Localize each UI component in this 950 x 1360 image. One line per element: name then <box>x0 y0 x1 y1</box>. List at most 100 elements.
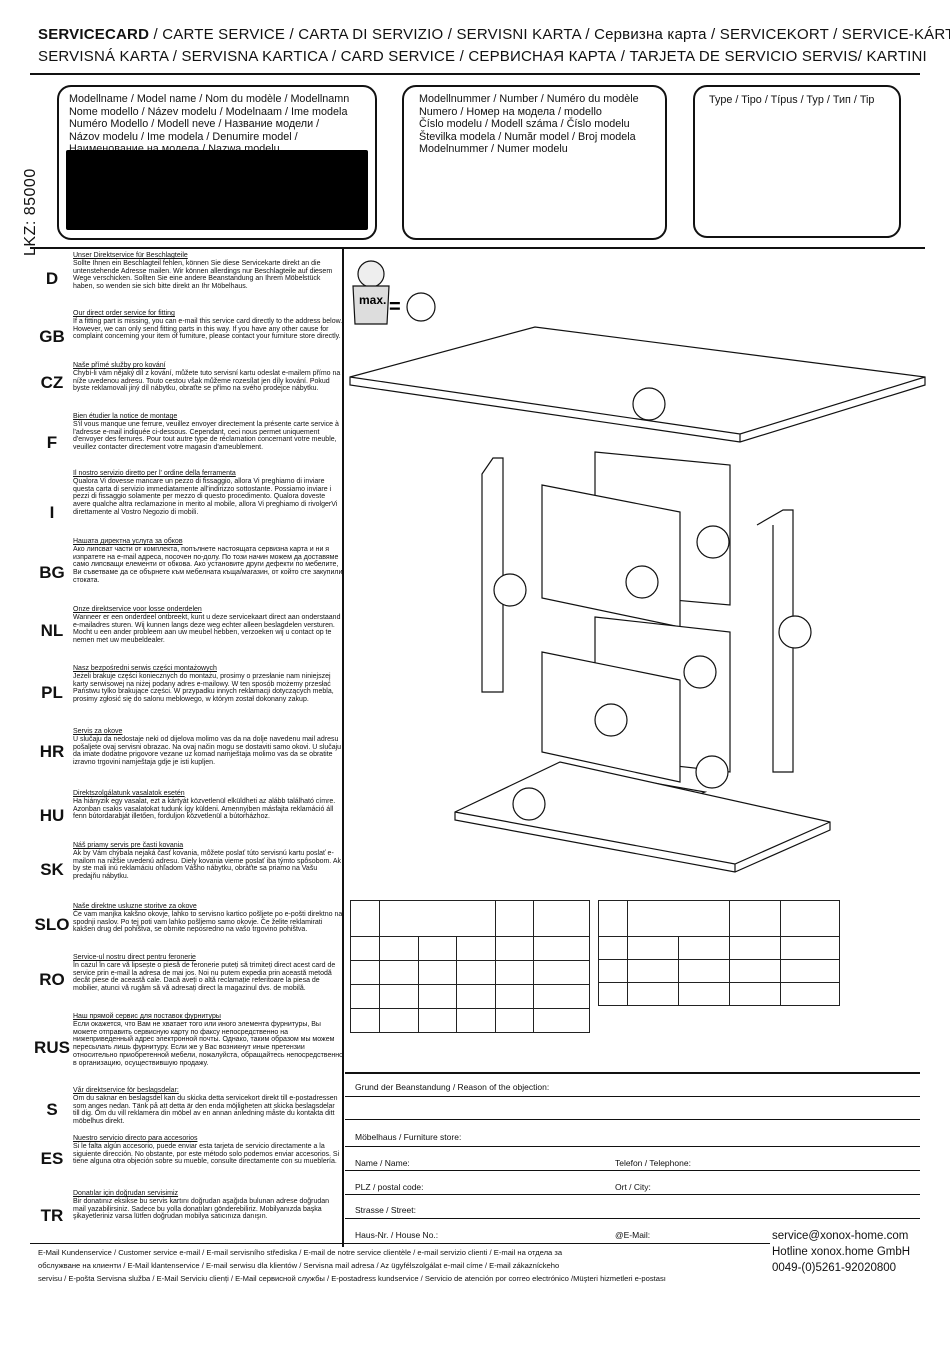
language-code: TR <box>40 1206 64 1225</box>
language-text-block: Onze direktservice voor losse onderdelen… <box>73 606 343 645</box>
language-code: I <box>49 503 55 522</box>
language-body: U slučaju da nedostaje neki od dijelova … <box>73 735 342 767</box>
section-rule <box>30 247 925 249</box>
language-text-block: Vår direktservice för beslagsdelar:Om du… <box>73 1087 343 1126</box>
language-title: Nuestro servicio directo para accesorios <box>73 1135 198 1142</box>
language-body: Če vam manjka kakšno okovje, lahko to se… <box>73 910 343 934</box>
language-title: Vår direktservice för beslagsdelar: <box>73 1087 179 1094</box>
language-title: Our direct order service for fitting <box>73 310 175 317</box>
header-line-1: SERVICECARD / CARTE SERVICE / CARTA DI S… <box>38 26 950 43</box>
type-label: Type / Tipo / Típus / Typ / Тип / Tip <box>709 94 875 106</box>
language-title: Náš priamy servis pre časti kovania <box>73 842 184 849</box>
language-title: Bien étudier la notice de montage <box>73 413 178 420</box>
type-box[interactable]: Type / Tipo / Típus / Typ / Тип / Tip <box>693 85 901 238</box>
language-body: Jeżeli brakuje części koniecznych do mon… <box>73 672 334 704</box>
language-body: Bir donatınız eksikse bu servis kartını … <box>73 1197 330 1221</box>
service-email[interactable]: service@xonox-home.com <box>772 1230 909 1242</box>
part-marker <box>696 525 730 559</box>
objection-field[interactable] <box>345 1119 920 1120</box>
language-title: Unser Direktservice für Beschlagteile <box>73 252 188 259</box>
part-marker <box>512 787 546 821</box>
language-body: Ha hiányzik egy vasalat, ezt a kártyát k… <box>73 797 336 821</box>
street-label: Strasse / Street: <box>355 1205 416 1215</box>
equals-sign: = <box>389 296 401 318</box>
parts-grid-left[interactable] <box>350 900 590 1033</box>
language-body: Wanneer er een onderdeel ontbreekt, kunt… <box>73 613 341 645</box>
top-panel <box>349 326 926 443</box>
parts-bag-icon <box>352 260 436 325</box>
model-name-labels: Modellname / Model name / Nom du modèle … <box>69 93 350 155</box>
language-code: HR <box>39 742 65 761</box>
language-title: Nasz bezpośredni serwis części montażowy… <box>73 665 217 672</box>
model-number-box[interactable]: Modellnummer / Number / Numéro du modèle… <box>402 85 667 240</box>
language-body: Sollte Ihnen ein Beschlagteil fehlen, kö… <box>73 259 333 291</box>
store-field[interactable] <box>345 1146 920 1147</box>
vertical-divider <box>342 247 344 1247</box>
store-label: Möbelhaus / Furniture store: <box>355 1132 462 1142</box>
language-title: Il nostro servizio diretto per l' ordine… <box>73 470 236 477</box>
language-text-block: Наш прямой сервис для поставок фурнитуры… <box>73 1013 343 1068</box>
language-body: Ако липсват части от комплекта, попълнет… <box>73 545 343 584</box>
language-code: D <box>45 269 59 288</box>
language-body: S'il vous manque une ferrure, veuillez e… <box>73 420 339 452</box>
language-code: RUS <box>34 1038 70 1057</box>
language-text-block: Il nostro servizio diretto per l' ordine… <box>73 470 343 517</box>
phone-label: Telefon / Telephone: <box>615 1158 691 1168</box>
part-marker <box>594 703 628 737</box>
plz-city-field[interactable] <box>345 1194 920 1195</box>
language-body: Om du saknar en beslagsdel kan du skicka… <box>73 1094 338 1126</box>
parts-grid-right[interactable] <box>598 900 840 1006</box>
language-body: Ak by Vám chýbala nejaká časť kovania, m… <box>73 849 341 881</box>
name-phone-field[interactable] <box>345 1170 920 1171</box>
house-no-label: Haus-Nr. / House No.: <box>355 1230 439 1240</box>
language-body: În cazul în care vă lipsește o piesă de … <box>73 961 336 993</box>
part-marker <box>625 565 659 599</box>
language-code: HU <box>39 806 65 825</box>
footer-line-1: E-Mail Kundenservice / Customer service … <box>38 1248 563 1257</box>
language-code: SK <box>40 860 64 879</box>
email-label: @E-Mail: <box>615 1230 651 1240</box>
model-number-labels: Modellnummer / Number / Numéro du modèle… <box>419 93 639 155</box>
assembly-drawing: max. = <box>349 260 926 873</box>
language-code: NL <box>40 621 64 640</box>
language-text-block: Nuestro servicio directo para accesorios… <box>73 1135 343 1166</box>
header-title-rest: / CARTE SERVICE / CARTA DI SERVIZIO / SE… <box>149 26 950 43</box>
service-phone[interactable]: 0049-(0)5261-92020800 <box>772 1262 897 1274</box>
lkz-code: LKZ: 85000 <box>22 168 39 256</box>
language-body: Qualora Vi dovesse mancare un pezzo di f… <box>73 477 338 516</box>
form-top-rule <box>345 1072 920 1074</box>
language-text-block: Nasz bezpośredni serwis części montażowy… <box>73 665 343 704</box>
service-hotline: Hotline xonox.home GmbH <box>772 1246 911 1258</box>
language-body: Если окажется, что Вам не хватает того и… <box>73 1020 343 1067</box>
language-text-block: Service-ul nostru direct pentru feroneri… <box>73 954 343 993</box>
street-field[interactable] <box>345 1218 920 1219</box>
language-body: Si le falta algún accesorio, puede envia… <box>73 1142 340 1166</box>
language-title: Onze direktservice voor losse onderdelen <box>73 606 202 613</box>
model-name-field[interactable] <box>66 150 368 230</box>
language-code: BG <box>39 563 65 582</box>
plz-label: PLZ / postal code: <box>355 1182 424 1192</box>
language-code: F <box>46 433 58 452</box>
name-label: Name / Name: <box>355 1158 410 1168</box>
language-body: If a fitting part is missing, you can e-… <box>73 317 343 341</box>
language-title: Naše přímé služby pro kování <box>73 362 166 369</box>
header-title-bold: SERVICECARD <box>38 26 150 43</box>
language-body: Chybí-li vám nějaký díl z kování, můžete… <box>73 369 341 393</box>
footer-line-2: обслужване на клиенти / E-Mail klantense… <box>38 1261 560 1270</box>
model-name-box: Modellname / Model name / Nom du modèle … <box>57 85 377 240</box>
header-line-2: SERVISNÁ KARTA / SERVISNA KARTICA / CARD… <box>38 48 927 65</box>
language-code: CZ <box>40 373 64 392</box>
header-rule <box>30 73 920 75</box>
left-side-panel <box>481 457 504 693</box>
language-code: ES <box>40 1149 64 1168</box>
language-title: Donatılar için doğrudan servisimiz <box>73 1190 179 1197</box>
language-title: Service-ul nostru direct pentru feroneri… <box>73 954 196 961</box>
bottom-panel <box>454 761 831 873</box>
